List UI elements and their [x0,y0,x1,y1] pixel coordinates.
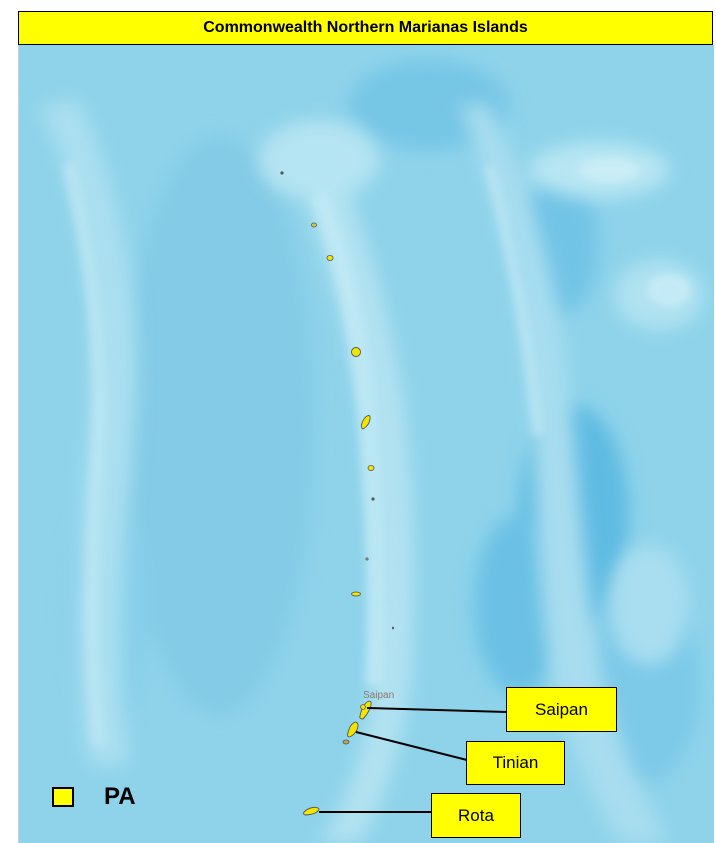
island-farallon-de-medinilla [392,626,394,630]
ridge-highlights [62,158,691,746]
island-anatahan [351,591,361,597]
island-rota [303,806,320,816]
island-alamagan [367,464,375,471]
island-asuncion [326,254,334,261]
island-tinian [346,721,359,738]
tinian-leader-line [355,731,468,761]
saipan-leader-line [366,707,508,713]
island-farallon-de-pajaros [280,171,284,175]
island-group [280,171,394,816]
island-maug [311,222,317,228]
callout-tinian: Tinian [466,741,565,785]
saipan-map-label: Saipan [363,690,395,701]
island-aguijan [342,739,350,745]
island-sarigan [365,557,369,561]
callout-rota: Rota [431,793,521,838]
callout-leaders [319,707,508,813]
map-legend: PA [52,783,136,811]
callout-saipan: Saipan [506,687,617,732]
island-guguan [371,497,375,501]
map-title: Commonwealth Northern Marianas Islands [18,11,713,45]
island-agrihan [351,347,361,357]
legend-label: PA [104,783,136,810]
legend-swatch [52,787,74,807]
island-managaha [360,704,366,710]
island-pagan [360,415,371,430]
island-saipan [359,700,372,720]
